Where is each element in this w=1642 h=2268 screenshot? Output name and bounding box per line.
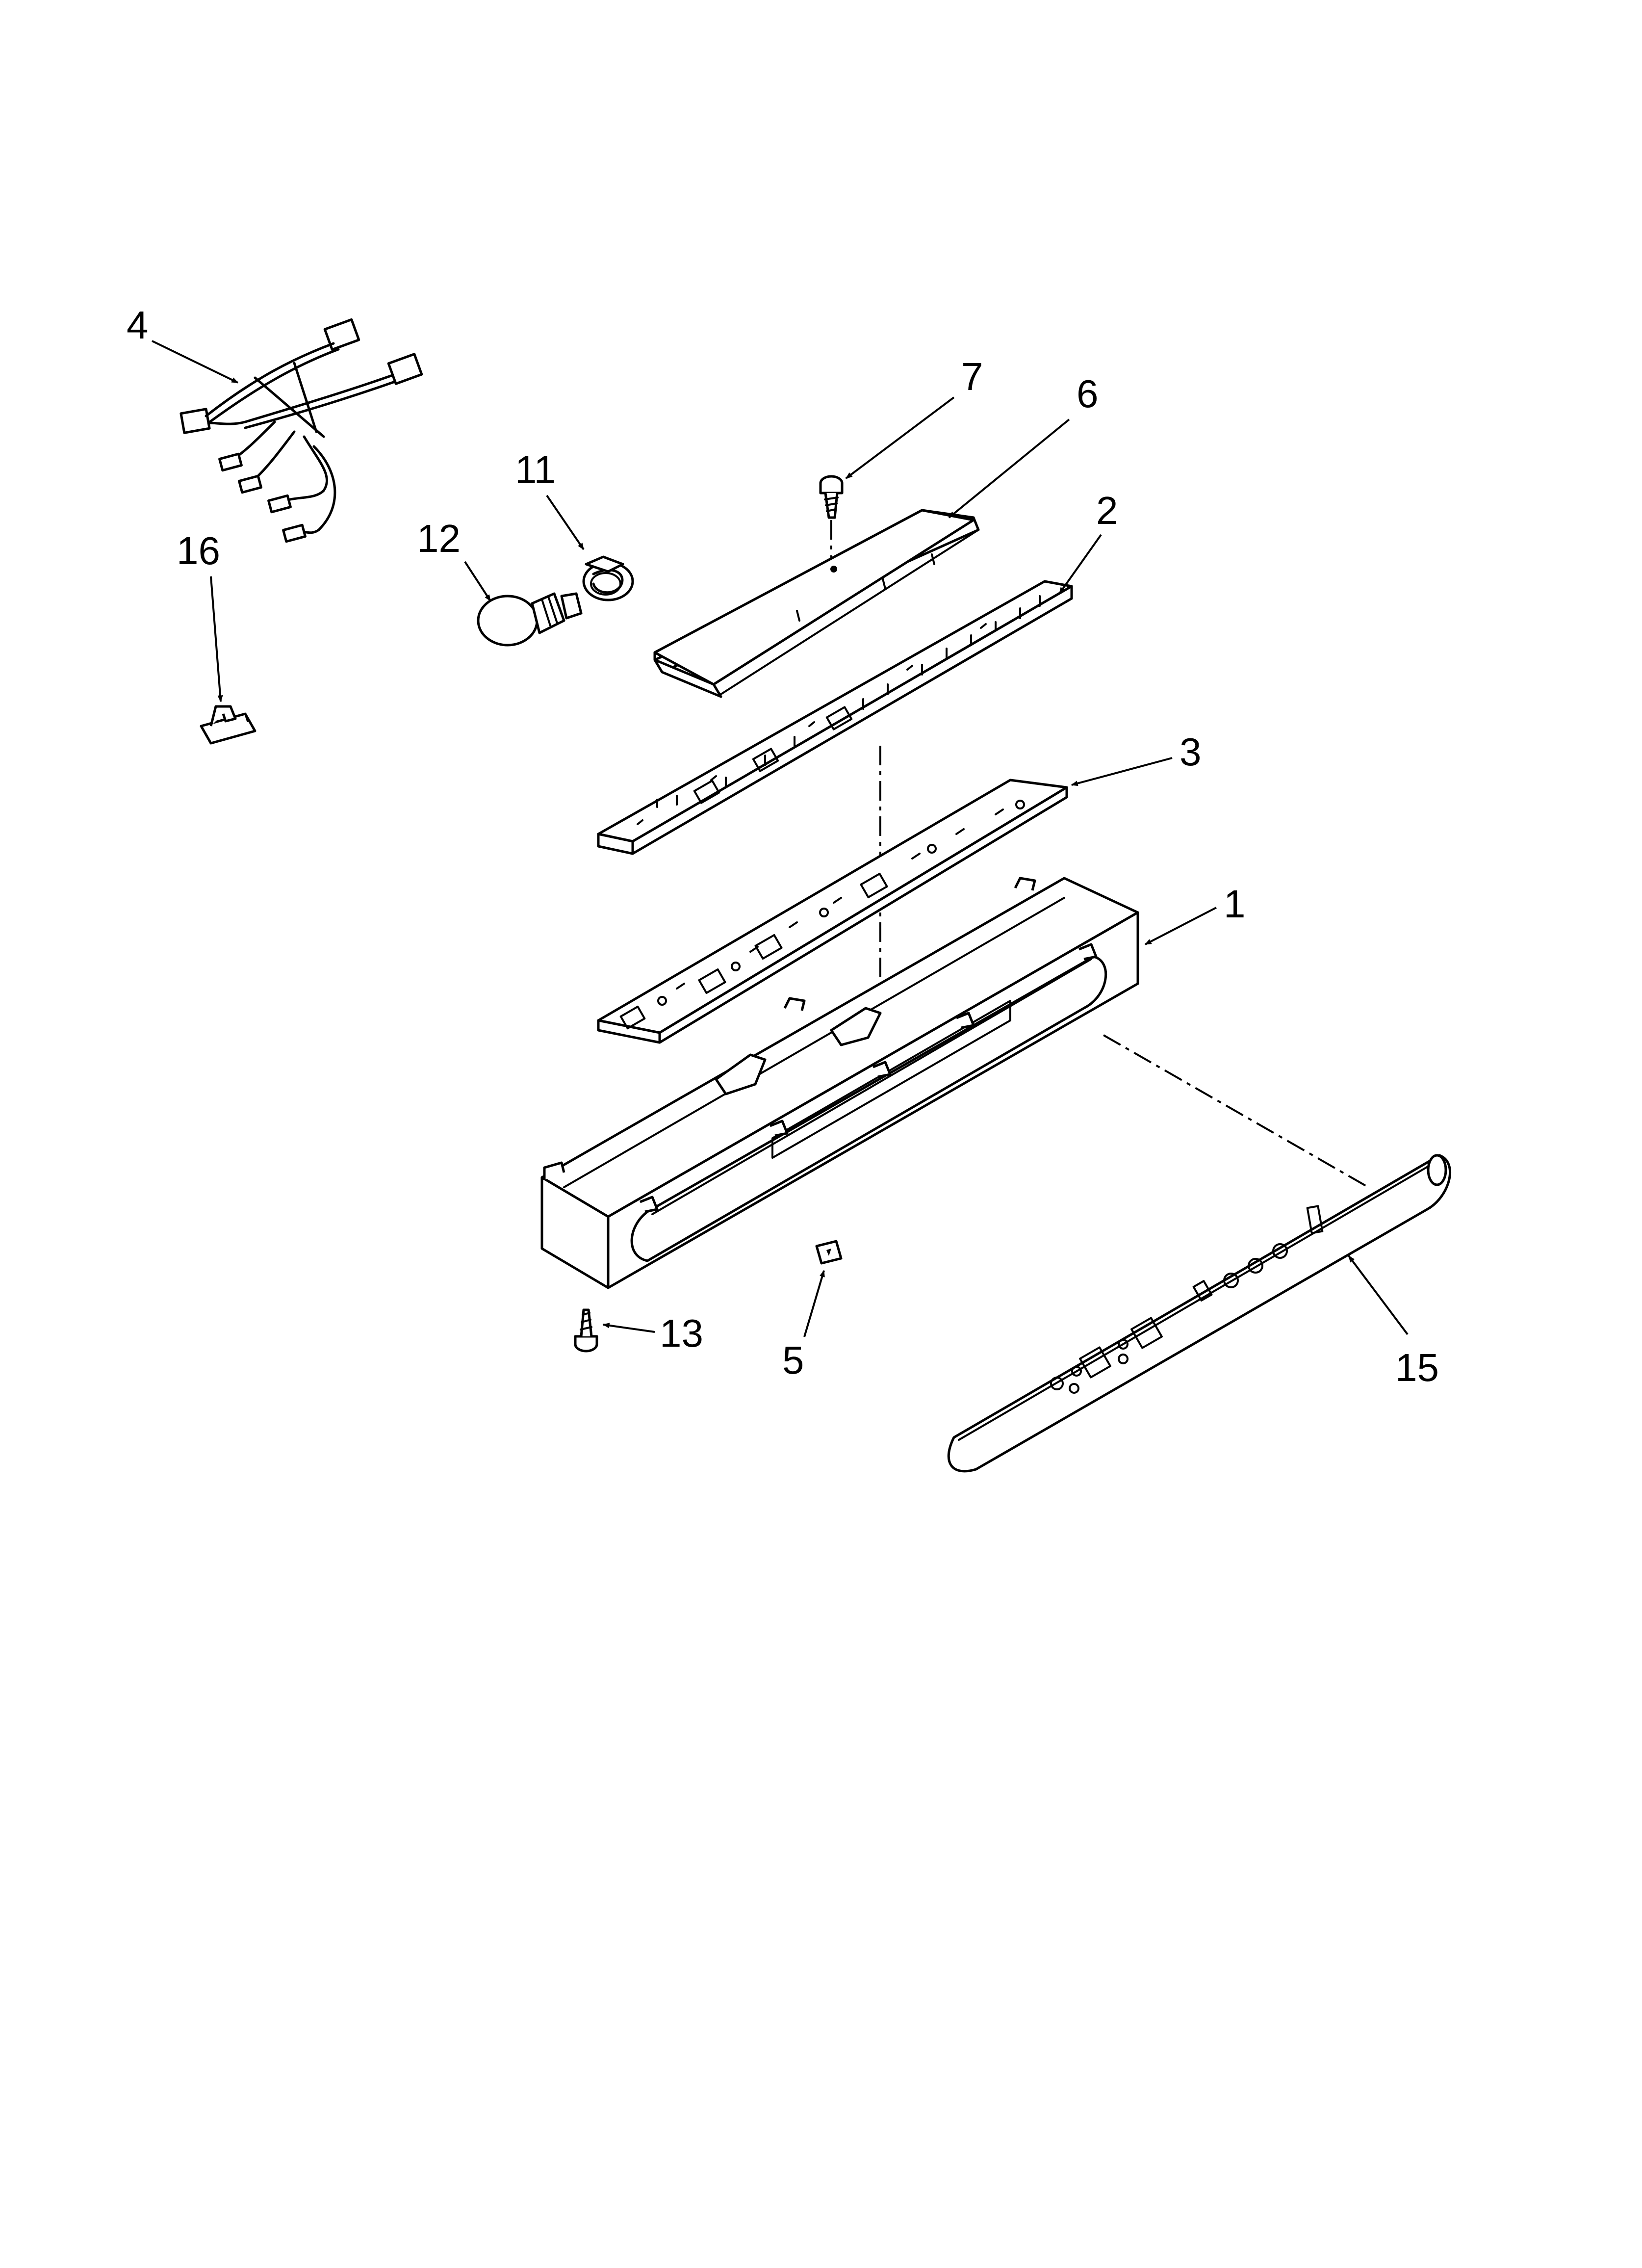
callout-15: 15 [1395, 1346, 1439, 1389]
callout-12: 12 [417, 517, 461, 560]
upper-control-board-part [597, 580, 1073, 1020]
control-housing-part [540, 877, 1369, 1289]
label-part [815, 1240, 843, 1265]
wire-harness-part [180, 318, 423, 543]
leader-6 [948, 418, 1070, 519]
callout-4: 4 [127, 303, 149, 347]
callout-13: 13 [660, 1311, 703, 1355]
front-control-panel-part [947, 1154, 1452, 1473]
callout-16: 16 [177, 529, 220, 573]
light-socket-part [582, 555, 634, 601]
leader-13 [602, 1323, 655, 1333]
cover-plate-part [653, 509, 980, 698]
callout-3: 3 [1180, 730, 1202, 774]
lower-control-board-part [597, 779, 1068, 1044]
leader-4 [152, 340, 239, 384]
light-bulb-part [477, 592, 583, 647]
callout-7: 7 [961, 355, 983, 398]
callout-11: 11 [515, 448, 556, 492]
leader-2 [1058, 534, 1102, 595]
callout-labels: 4 16 12 11 7 6 2 3 1 13 5 15 [127, 303, 1439, 1389]
leader-7 [845, 396, 955, 479]
leader-15 [1348, 1255, 1409, 1335]
callout-1: 1 [1224, 882, 1246, 926]
leader-3 [1071, 757, 1173, 786]
clip-part [200, 705, 257, 745]
leader-5 [803, 1270, 825, 1337]
screw-part-13 [574, 1308, 598, 1353]
leader-1 [1144, 907, 1217, 945]
callout-2: 2 [1096, 489, 1118, 532]
leader-11 [546, 495, 585, 550]
leader-16 [210, 576, 223, 703]
callout-5: 5 [782, 1338, 804, 1382]
screw-part-7 [819, 475, 844, 569]
leader-12 [464, 561, 491, 602]
leader-lines [152, 340, 1409, 1337]
callout-6: 6 [1077, 372, 1099, 416]
